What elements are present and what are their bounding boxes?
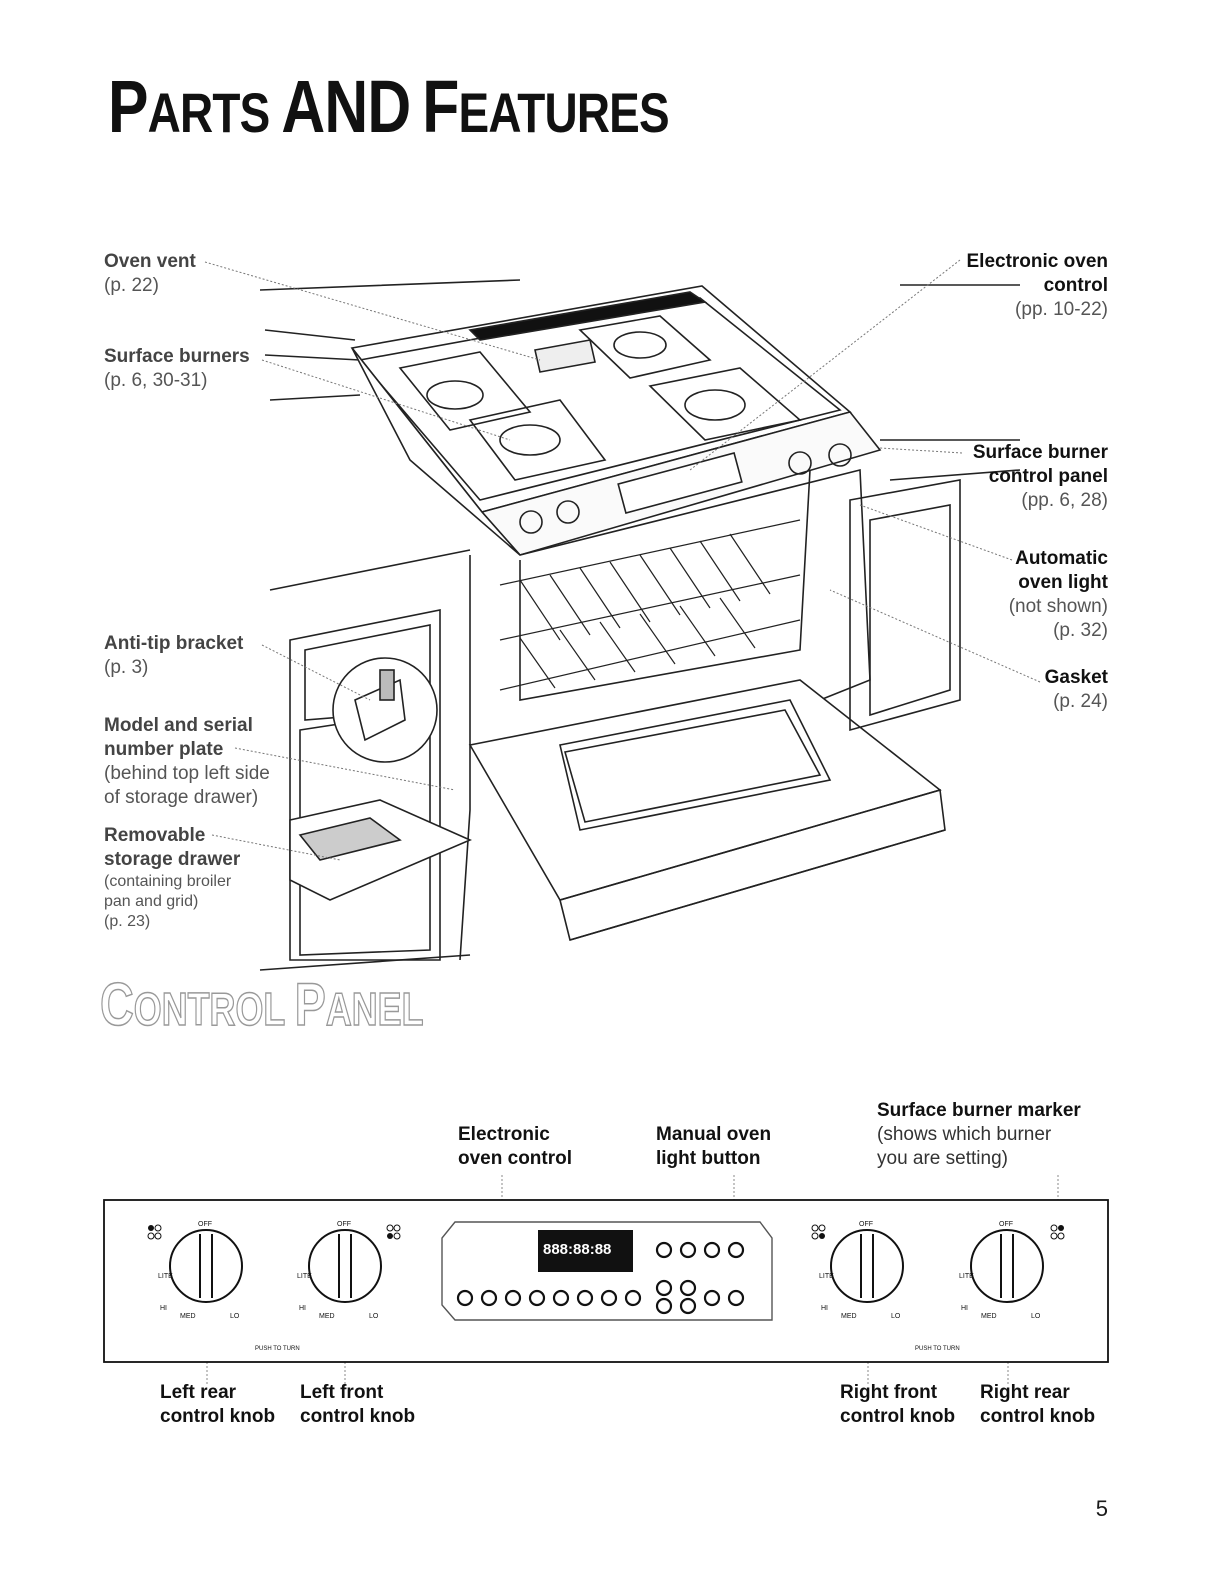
svg-text:OFF: OFF (337, 1221, 351, 1228)
label-right-rear-knob: Right rear control knob (980, 1382, 1096, 1427)
svg-text:LITE: LITE (959, 1273, 974, 1280)
label-gasket: Gasket (p. 24) (1044, 667, 1108, 712)
svg-text:LO: LO (891, 1313, 901, 1320)
control-panel-title: CONTROL PANEL (99, 971, 424, 1038)
label-electronic-oven-control-panel: Electronic oven control (458, 1124, 573, 1169)
label-surface-burner-marker: Surface burner marker (shows which burne… (877, 1100, 1081, 1169)
page-number: 5 (1095, 1496, 1108, 1521)
svg-text:HI: HI (299, 1305, 306, 1312)
svg-text:MED: MED (981, 1313, 997, 1320)
range-illustration (204, 259, 1041, 971)
svg-text:OFF: OFF (999, 1221, 1013, 1228)
svg-text:PUSH TO TURN: PUSH TO TURN (915, 1346, 960, 1352)
svg-text:LO: LO (230, 1313, 240, 1320)
label-right-front-knob: Right front control knob (840, 1382, 956, 1427)
label-automatic-oven-light: Automatic oven light (not shown) (p. 32) (1008, 548, 1108, 641)
control-panel-diagram: OFF OFF OFF OFF LITE LITE LITE LITE HI H… (103, 1175, 1109, 1385)
svg-text:HI: HI (821, 1305, 828, 1312)
svg-text:MED: MED (319, 1313, 335, 1320)
svg-text:PUSH TO TURN: PUSH TO TURN (255, 1346, 300, 1352)
label-surface-burners: Surface burners (p. 6, 30-31) (104, 346, 250, 391)
page-title: PARTS AND FEATURES (108, 65, 670, 148)
svg-text:LITE: LITE (158, 1273, 173, 1280)
svg-text:LITE: LITE (819, 1273, 834, 1280)
svg-text:HI: HI (160, 1305, 167, 1312)
label-left-front-knob: Left front control knob (300, 1382, 416, 1427)
svg-text:LO: LO (1031, 1313, 1041, 1320)
label-surface-burner-control-panel: Surface burner control panel (pp. 6, 28) (972, 442, 1108, 511)
label-manual-oven-light-button: Manual oven light button (656, 1124, 772, 1169)
label-storage-drawer: Removable storage drawer (containing bro… (104, 825, 241, 930)
svg-text:MED: MED (180, 1313, 196, 1320)
svg-text:LO: LO (369, 1313, 379, 1320)
svg-text:OFF: OFF (859, 1221, 873, 1228)
svg-text:OFF: OFF (198, 1221, 212, 1228)
label-oven-vent: Oven vent (p. 22) (104, 251, 196, 296)
label-anti-tip-bracket: Anti-tip bracket (p. 3) (104, 633, 244, 678)
label-electronic-oven-control: Electronic oven control (pp. 10-22) (966, 251, 1109, 320)
svg-text:LITE: LITE (297, 1273, 312, 1280)
svg-text:HI: HI (961, 1305, 968, 1312)
svg-text:888:88:88: 888:88:88 (543, 1241, 611, 1258)
label-model-serial-plate: Model and serial number plate (behind to… (104, 715, 270, 808)
svg-text:MED: MED (841, 1313, 857, 1320)
label-left-rear-knob: Left rear control knob (160, 1382, 276, 1427)
